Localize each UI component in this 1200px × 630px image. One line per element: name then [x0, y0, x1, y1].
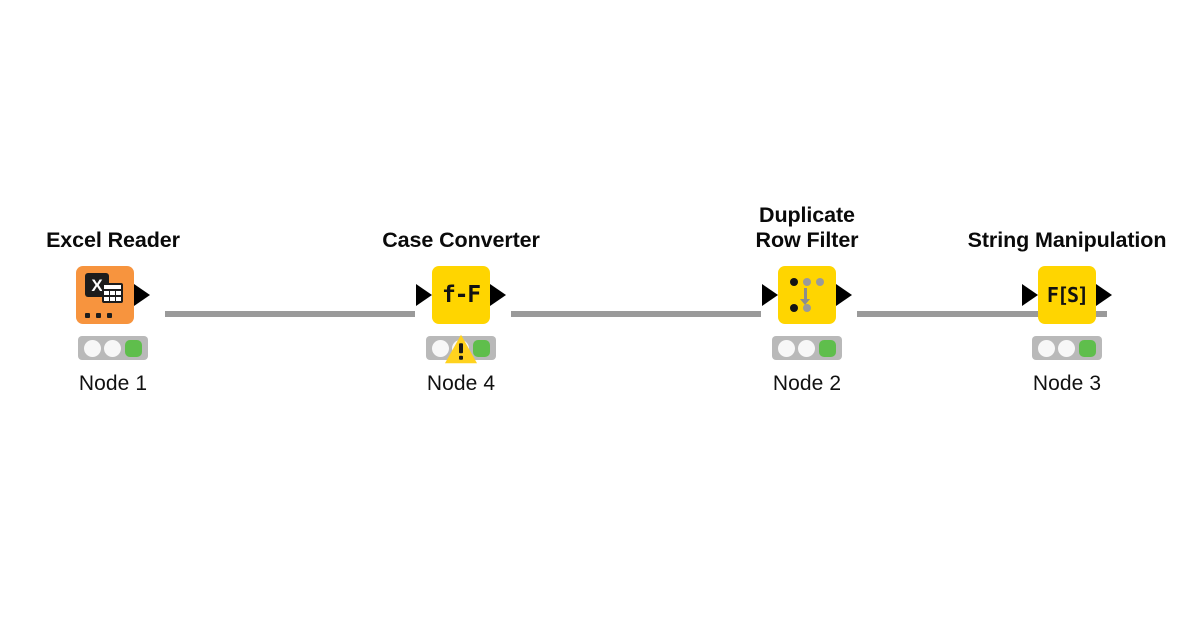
connection-node1-node4[interactable]	[165, 311, 415, 317]
status-bar	[426, 334, 496, 364]
node-label: Node 2	[772, 372, 842, 395]
output-port[interactable]	[836, 284, 852, 306]
status-bar	[772, 336, 842, 360]
input-port[interactable]	[1022, 284, 1038, 306]
node-body[interactable]	[727, 266, 887, 324]
status-light-configured	[798, 339, 816, 357]
node-label: Node 1	[78, 372, 148, 395]
node-label: Node 3	[1032, 372, 1102, 395]
connection-node4-node2[interactable]	[511, 311, 761, 317]
duplicate-row-filter-icon	[788, 276, 826, 314]
node-title: String Manipulation	[967, 227, 1167, 252]
node-status-wrap	[381, 334, 541, 364]
node-status-wrap	[727, 336, 887, 360]
node-title-wrap: Duplicate Row Filter	[687, 190, 927, 252]
output-port[interactable]	[490, 284, 506, 306]
node-status-wrap	[987, 336, 1147, 360]
node-square[interactable]: F[S]	[1038, 266, 1096, 324]
warning-triangle-icon[interactable]	[444, 333, 478, 365]
status-light-executed	[1079, 339, 1097, 357]
down-arrow-icon	[800, 288, 810, 305]
status-light-configured	[104, 339, 122, 357]
node-square[interactable]	[778, 266, 836, 324]
node-body[interactable]: F[S]	[987, 266, 1147, 324]
status-light-configured	[1058, 339, 1076, 357]
status-light-executed	[473, 339, 491, 357]
node-square[interactable]: f-F	[432, 266, 490, 324]
output-port[interactable]	[134, 284, 150, 306]
case-convert-icon: f-F	[442, 281, 481, 308]
status-light-idle	[777, 339, 795, 357]
node-label: Node 4	[426, 372, 496, 395]
node-square[interactable]: X	[76, 266, 134, 324]
output-port[interactable]	[1096, 284, 1112, 306]
node-title-wrap: Case Converter	[341, 190, 581, 252]
string-manipulation-icon: F[S]	[1046, 283, 1089, 307]
excel-file-icon: X	[85, 273, 125, 317]
status-light-idle	[1037, 339, 1055, 357]
node-status-wrap	[33, 336, 193, 360]
excel-table-grid	[102, 283, 123, 303]
status-bar	[1032, 336, 1102, 360]
status-bar	[78, 336, 148, 360]
input-port[interactable]	[416, 284, 432, 306]
node-title-wrap: Excel Reader	[0, 190, 233, 252]
node-body[interactable]: f-F	[381, 266, 541, 324]
status-light-idle	[83, 339, 101, 357]
connection-node2-node3[interactable]	[857, 311, 1107, 317]
status-light-executed	[819, 339, 837, 357]
status-light-executed	[125, 339, 143, 357]
node-title: Excel Reader	[46, 227, 180, 252]
node-title: Duplicate Row Filter	[755, 203, 859, 252]
status-light-idle	[431, 339, 449, 357]
node-title-wrap: String Manipulation	[947, 190, 1187, 252]
node-more-dots-icon	[85, 313, 112, 318]
node-body[interactable]: X	[33, 266, 193, 324]
node-title: Case Converter	[382, 227, 540, 252]
input-port[interactable]	[762, 284, 778, 306]
